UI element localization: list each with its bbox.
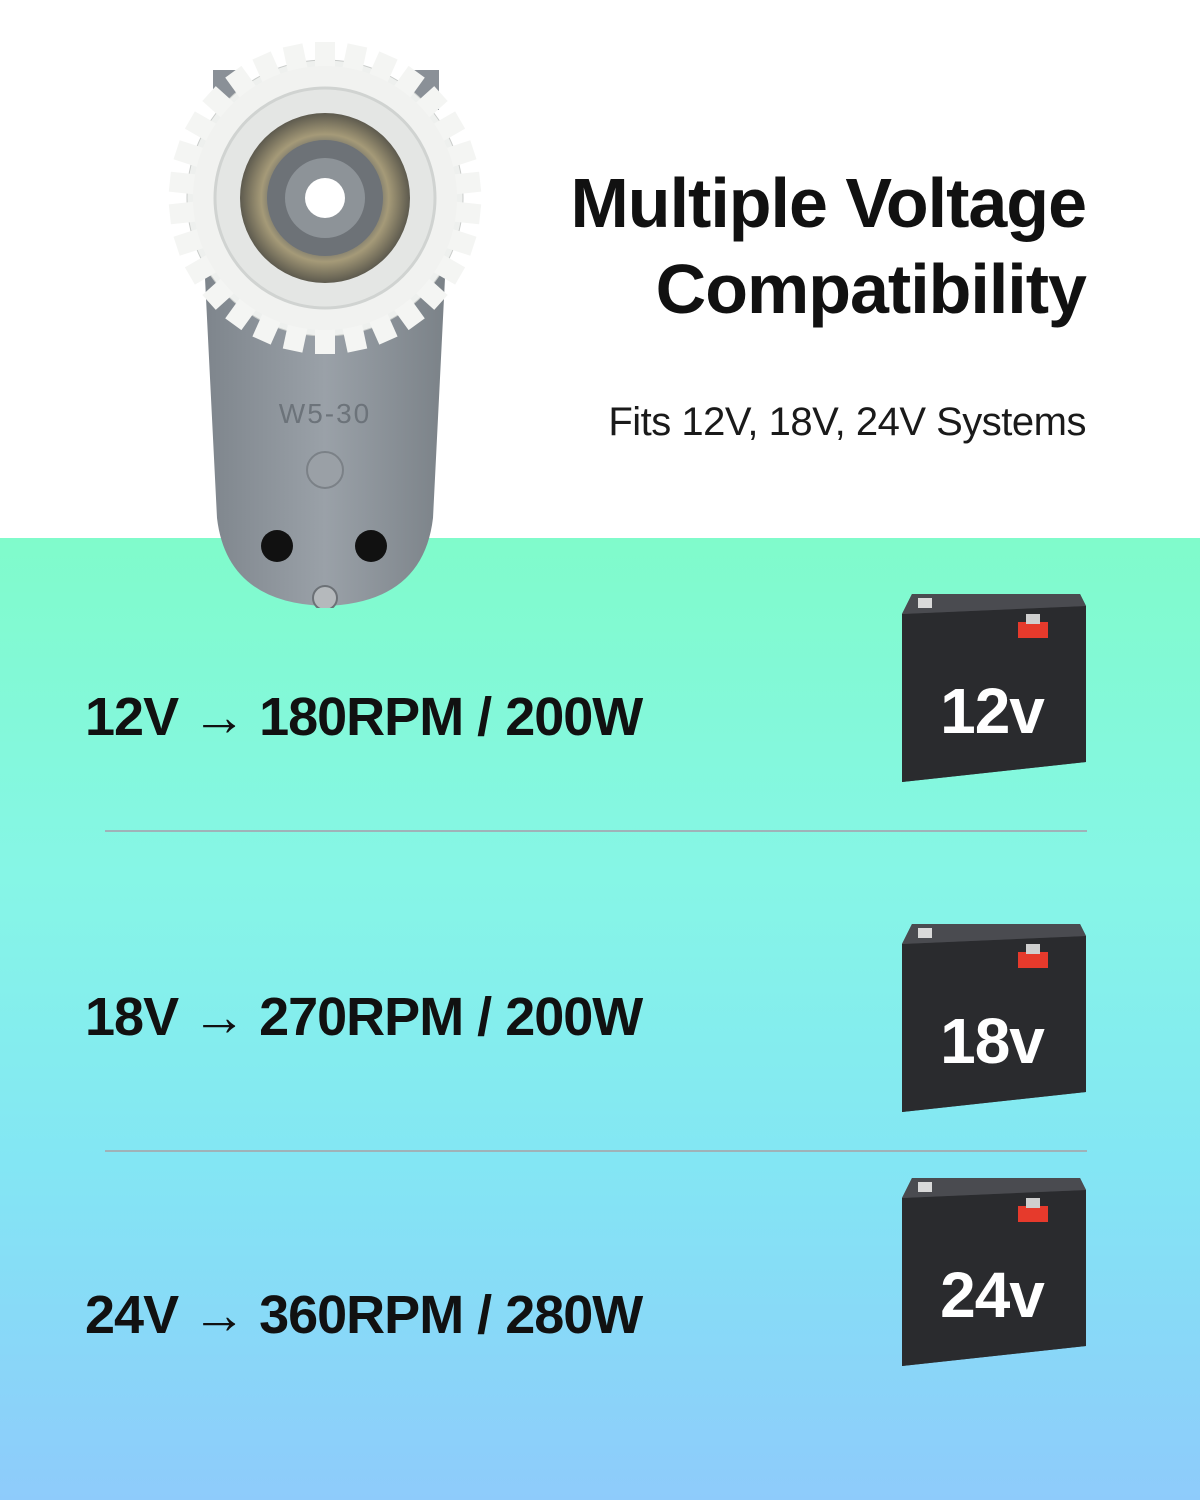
spec-24v: 24V → 360RPM / 280W [85, 1285, 643, 1345]
page-title: Multiple Voltage Compatibility [466, 160, 1088, 332]
spec-18v: 18V → 270RPM / 200W [85, 987, 643, 1047]
gearbox-icon [168, 42, 482, 611]
battery-label-24v: 24v [940, 1259, 1045, 1331]
battery-12v: 12v [896, 586, 1088, 782]
page-subtitle: Fits 12V, 18V, 24V Systems [608, 400, 1086, 444]
title-line-1: Multiple Voltage [570, 164, 1088, 242]
gearbox-model-marking: W5-30 [278, 398, 372, 429]
spec-12v: 12V → 180RPM / 200W [85, 687, 643, 747]
gearbox-illustration: W5-30 [165, 38, 485, 611]
title-line-2: Compatibility [655, 250, 1087, 328]
battery-24v: 24v [896, 1170, 1088, 1366]
battery-icon [902, 594, 1086, 782]
battery-label-18v: 18v [940, 1005, 1045, 1077]
battery-18v: 18v [896, 916, 1088, 1112]
battery-label-12v: 12v [940, 675, 1045, 747]
divider-2 [105, 1150, 1087, 1152]
battery-icon [902, 924, 1086, 1112]
battery-icon [902, 1178, 1086, 1366]
divider-1 [105, 830, 1087, 832]
